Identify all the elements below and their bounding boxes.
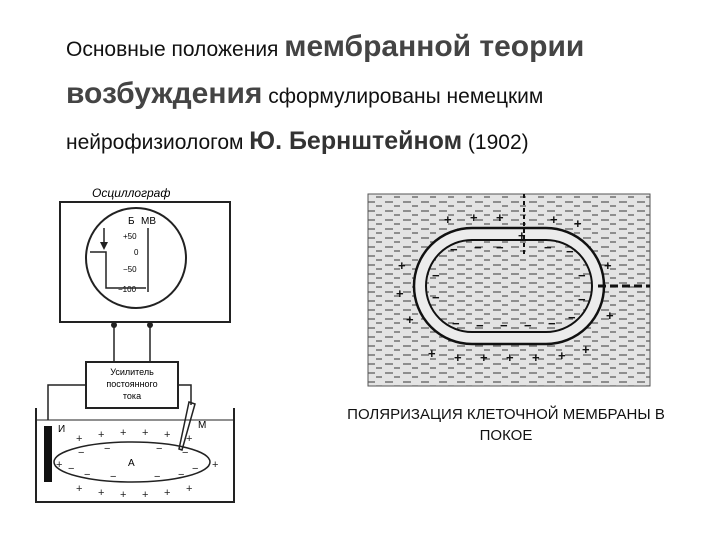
svg-text:−: − — [566, 244, 574, 259]
svg-text:+: + — [164, 487, 170, 499]
svg-text:−: − — [450, 242, 458, 257]
svg-text:−: − — [84, 469, 90, 481]
svg-text:−: − — [78, 447, 84, 459]
svg-text:+: + — [164, 429, 170, 441]
screen-trace — [90, 251, 146, 289]
svg-text:+: + — [142, 489, 148, 501]
title-membrane-theory: мембранной теории — [284, 30, 585, 63]
svg-text:+: + — [398, 258, 406, 273]
svg-text:+: + — [186, 433, 192, 445]
scale-minus-100: −100 — [118, 285, 137, 294]
svg-text:−: − — [154, 471, 160, 483]
title-part-4: сформулированы немецким — [262, 85, 544, 108]
screen-label-mv: МВ — [141, 216, 156, 227]
svg-text:+: + — [582, 342, 590, 357]
svg-text:−: − — [104, 443, 110, 455]
title-part-5: нейрофизиологом — [66, 131, 250, 154]
svg-text:+: + — [532, 350, 540, 365]
svg-text:−: − — [182, 447, 188, 459]
bath-plus-charges: + + + + + + + + + + + + + + — [56, 427, 218, 501]
title-part-1: Основные положения — [66, 38, 285, 61]
svg-text:+: + — [120, 489, 126, 501]
svg-text:+: + — [142, 427, 148, 439]
svg-text:+: + — [406, 312, 414, 327]
svg-text:+: + — [76, 483, 82, 495]
svg-text:+: + — [186, 483, 192, 495]
electrode-i-label: И — [58, 424, 65, 435]
svg-text:−: − — [110, 471, 116, 483]
svg-text:−: − — [432, 290, 440, 305]
title-excitation: возбуждения — [66, 77, 263, 110]
electrode-i — [44, 426, 52, 482]
svg-text:−: − — [524, 318, 532, 333]
svg-text:+: + — [518, 228, 526, 243]
svg-text:+: + — [574, 216, 582, 231]
wire-to-electrode-i — [47, 384, 86, 420]
svg-text:+: + — [506, 350, 514, 365]
oscillograph-screen — [85, 207, 187, 309]
svg-text:+: + — [558, 348, 566, 363]
electrode-m — [178, 401, 196, 451]
svg-text:−: − — [476, 318, 484, 333]
measurement-scheme: Осциллограф Б МВ +50 0 −50 −100 Усилител… — [35, 186, 235, 503]
oscillograph-box — [59, 201, 231, 323]
svg-text:+: + — [98, 487, 104, 499]
svg-text:−: − — [452, 316, 460, 331]
scale-plus-50: +50 — [123, 232, 137, 241]
svg-text:−: − — [192, 463, 198, 475]
svg-text:−: − — [178, 469, 184, 481]
bath-cell — [53, 441, 211, 483]
svg-text:−: − — [548, 316, 556, 331]
cell-membrane-inner — [425, 239, 593, 333]
svg-text:−: − — [156, 443, 162, 455]
svg-text:+: + — [606, 308, 614, 323]
svg-text:−: − — [578, 292, 586, 307]
svg-text:−: − — [568, 310, 576, 325]
bath-minus-charges: −−−− −− −−−− — [68, 443, 198, 483]
svg-text:+: + — [470, 210, 478, 225]
title-bernstein: Ю. Бернштейном — [249, 127, 463, 155]
electrode-m-label: М — [198, 420, 206, 431]
svg-text:−: − — [500, 318, 508, 333]
inner-minus-charges: −−−−− −−−− −−−−−− — [432, 240, 586, 333]
amplifier-line-3: тока — [123, 391, 141, 401]
caption-line-2: ПОКОЕ — [479, 427, 533, 444]
svg-text:+: + — [56, 459, 62, 471]
svg-text:+: + — [496, 210, 504, 225]
oscillograph-label: Осциллограф — [92, 186, 170, 200]
bath-cell-label: А — [128, 458, 135, 469]
svg-text:+: + — [480, 350, 488, 365]
svg-text:−: − — [474, 240, 482, 255]
screen-arrow-head — [100, 242, 108, 250]
outer-plus-charges: ++++++ +++ ++ +++++++ — [396, 210, 614, 365]
title-year: (1902) — [462, 131, 529, 154]
diagram-caption: ПОЛЯРИЗАЦИЯ КЛЕТОЧНОЙ МЕМБРАНЫ В ПОКОЕ — [306, 404, 706, 446]
svg-text:+: + — [428, 346, 436, 361]
amplifier-line-2: постоянного — [106, 379, 157, 389]
caption-line-1: ПОЛЯРИЗАЦИЯ КЛЕТОЧНОЙ МЕМБРАНЫ В — [347, 406, 665, 423]
svg-text:−: − — [544, 240, 552, 255]
svg-text:+: + — [76, 433, 82, 445]
scale-zero: 0 — [134, 248, 139, 257]
screen-label-b: Б — [128, 216, 135, 227]
svg-text:−: − — [578, 268, 586, 283]
svg-text:+: + — [604, 258, 612, 273]
membrane-polarization-diagram: ++++++ +++ ++ +++++++ −−−−− −−−− −−−−−− — [367, 193, 651, 387]
svg-text:+: + — [396, 286, 404, 301]
svg-text:+: + — [444, 212, 452, 227]
slide-title: Основные положения мембранной теории воз… — [66, 26, 686, 166]
svg-text:+: + — [120, 427, 126, 439]
wire-to-electrode-m — [178, 384, 192, 405]
svg-text:+: + — [212, 459, 218, 471]
amplifier-line-1: Усилитель — [110, 367, 154, 377]
bath — [35, 408, 235, 503]
svg-text:+: + — [550, 212, 558, 227]
svg-text:−: − — [496, 240, 504, 255]
svg-text:−: − — [68, 463, 74, 475]
svg-text:+: + — [98, 429, 104, 441]
svg-text:−: − — [432, 268, 440, 283]
svg-text:+: + — [454, 350, 462, 365]
scale-minus-50: −50 — [123, 265, 137, 274]
